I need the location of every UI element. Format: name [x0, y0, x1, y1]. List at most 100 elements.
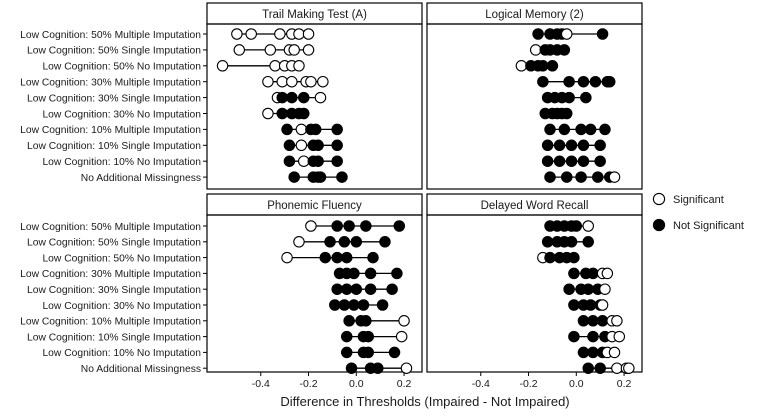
point-not-significant	[541, 155, 554, 167]
point-not-significant	[594, 155, 606, 167]
y-tick-label: No Additional Missingness	[81, 364, 201, 375]
point-significant	[274, 28, 286, 40]
point-not-significant	[348, 299, 360, 311]
y-tick-label: Low Cognition: 10% Multiple Imputation	[20, 125, 201, 136]
y-tick-label: Low Cognition: 50% No Imputation	[42, 62, 201, 73]
point-significant	[286, 75, 298, 88]
point-not-significant	[372, 362, 384, 374]
point-significant	[623, 362, 635, 374]
y-tick-label: Low Cognition: 10% Single Imputation	[27, 141, 201, 152]
point-not-significant	[388, 346, 401, 359]
point-not-significant	[587, 267, 599, 280]
point-not-significant	[324, 236, 336, 248]
point-significant	[264, 44, 277, 56]
point-not-significant	[603, 75, 616, 88]
point-not-significant	[544, 251, 556, 264]
legend-label: Not Significant	[673, 220, 744, 232]
point-not-significant	[570, 220, 583, 232]
point-not-significant	[393, 220, 406, 232]
point-significant	[293, 60, 305, 72]
point-significant	[305, 220, 317, 232]
point-not-significant	[340, 283, 353, 295]
point-not-significant	[589, 75, 602, 88]
point-not-significant	[376, 299, 389, 311]
point-not-significant	[553, 139, 566, 152]
point-not-significant	[362, 346, 374, 359]
point-not-significant	[560, 107, 573, 120]
point-significant	[395, 330, 408, 343]
facet-title: Delayed Word Recall	[481, 200, 589, 212]
point-not-significant	[587, 346, 599, 359]
point-not-significant	[541, 236, 554, 248]
point-not-significant	[541, 139, 554, 152]
point-not-significant	[563, 91, 575, 104]
point-not-significant	[582, 283, 594, 295]
point-not-significant	[350, 236, 363, 248]
point-not-significant	[357, 299, 370, 311]
point-not-significant	[584, 123, 597, 136]
point-not-significant	[286, 91, 298, 104]
point-significant	[317, 75, 329, 88]
point-not-significant	[386, 283, 398, 295]
point-not-significant	[587, 315, 599, 327]
point-not-significant	[338, 236, 351, 248]
point-not-significant	[338, 299, 351, 311]
point-not-significant	[537, 60, 549, 72]
point-not-significant	[364, 267, 377, 280]
point-not-significant	[360, 220, 372, 232]
point-not-significant	[281, 123, 293, 136]
point-not-significant	[276, 91, 289, 104]
x-tick-label: 0.0	[569, 378, 584, 390]
y-tick-label: Low Cognition: 30% No Imputation	[42, 109, 201, 120]
point-not-significant	[563, 75, 575, 88]
point-not-significant	[314, 171, 327, 183]
point-significant	[560, 28, 573, 40]
point-not-significant	[592, 171, 604, 183]
panel-frame	[426, 23, 643, 190]
point-not-significant	[582, 362, 594, 374]
y-tick-label: Low Cognition: 50% Single Imputation	[27, 238, 201, 249]
point-significant	[245, 28, 257, 40]
point-not-significant	[360, 315, 372, 327]
point-not-significant	[379, 236, 391, 248]
point-not-significant	[391, 267, 403, 280]
point-not-significant	[288, 171, 300, 183]
point-not-significant	[343, 220, 355, 232]
point-not-significant	[331, 139, 343, 152]
x-tick-label: 0.2	[397, 378, 412, 390]
x-tick-label: -0.4	[252, 378, 270, 390]
point-not-significant	[587, 330, 599, 343]
y-tick-label: Low Cognition: 30% No Imputation	[42, 301, 201, 312]
point-significant	[596, 299, 609, 311]
point-significant	[400, 362, 413, 374]
point-significant	[398, 315, 410, 327]
point-not-significant	[336, 171, 348, 183]
point-not-significant	[331, 251, 343, 264]
point-significant	[601, 267, 614, 280]
y-tick-label: Low Cognition: 10% No Imputation	[42, 348, 201, 359]
point-not-significant	[312, 139, 324, 152]
point-not-significant	[568, 330, 580, 343]
point-not-significant	[319, 251, 331, 264]
point-significant	[276, 75, 289, 88]
point-significant	[269, 60, 281, 72]
point-not-significant	[340, 251, 353, 264]
point-not-significant	[553, 155, 566, 167]
point-not-significant	[331, 220, 343, 232]
point-significant	[314, 91, 327, 104]
y-tick-label: Low Cognition: 10% Multiple Imputation	[20, 317, 201, 328]
point-not-significant	[558, 123, 571, 136]
point-significant	[582, 220, 594, 232]
point-not-significant	[565, 155, 578, 167]
x-tick-label: 0.2	[617, 378, 632, 390]
y-tick-label: Low Cognition: 30% Single Imputation	[27, 93, 201, 104]
point-significant	[608, 171, 621, 183]
point-significant	[231, 28, 243, 40]
point-not-significant	[558, 44, 571, 56]
point-not-significant	[596, 28, 609, 40]
point-not-significant	[577, 75, 590, 88]
point-significant	[233, 44, 246, 56]
y-tick-label: No Additional Missingness	[81, 173, 201, 184]
point-not-significant	[577, 155, 590, 167]
point-significant	[281, 251, 293, 264]
